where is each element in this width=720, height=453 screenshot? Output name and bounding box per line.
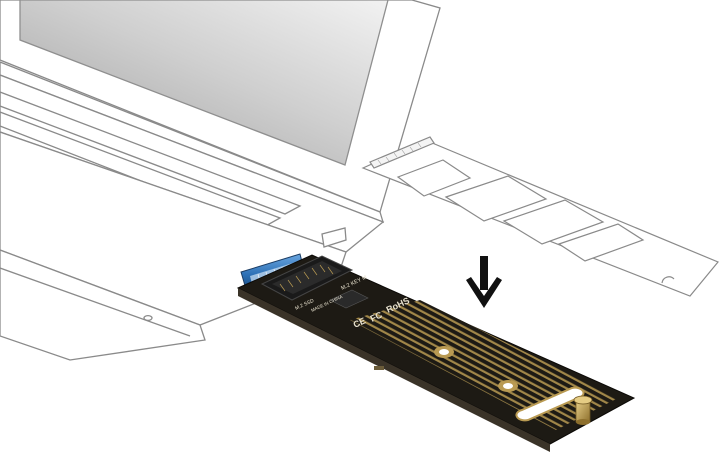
adapter-board: M.2 KEY M MADE IN CHINA M.2 SSD CE FC Ro… (236, 253, 636, 452)
ssd-nand-chip (557, 223, 645, 262)
keyboard-row (0, 91, 302, 215)
ssd-nand-chip (502, 199, 605, 245)
laptop (0, 0, 441, 361)
screw-standoff (573, 395, 593, 425)
ce-mark: CE (352, 315, 368, 329)
ssd-notch (661, 276, 675, 284)
usb-port (321, 227, 347, 248)
ssd-nand-chip (444, 175, 548, 222)
fc-mark: FC (369, 309, 385, 323)
ssd-connector (369, 136, 435, 169)
arrow-down-icon (466, 256, 502, 308)
m2-ssd-module (361, 136, 719, 297)
status-led (143, 314, 153, 322)
controller-chip (329, 289, 369, 309)
laptop-screen (19, 0, 389, 166)
ssd-controller-chip (396, 159, 472, 197)
